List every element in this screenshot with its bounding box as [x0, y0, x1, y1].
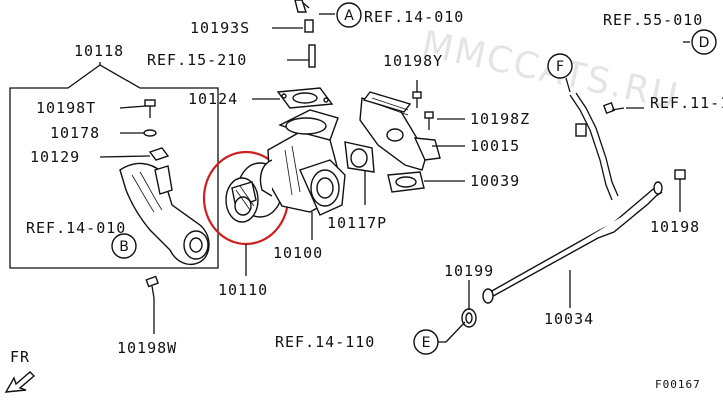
label-10178: 10178 [50, 124, 100, 142]
part-bolt-10198W [145, 275, 159, 299]
callout-F-letter: F [556, 59, 564, 75]
label-10124: 10124 [188, 90, 238, 108]
label-ref-11-120: REF.11-120 [650, 94, 723, 112]
callout-B[interactable]: B [111, 233, 137, 259]
label-10198Z: 10198Z [470, 110, 530, 128]
group-10118-frame [9, 62, 219, 269]
label-10015: 10015 [470, 137, 520, 155]
part-thermostat-housing-10100 [259, 109, 346, 216]
label-figure-code: F00167 [655, 378, 701, 391]
label-10117P: 10117P [327, 214, 387, 232]
part-washer-10178 [143, 129, 157, 137]
label-10198W: 10198W [117, 339, 177, 357]
part-thermostat-10110 [225, 162, 283, 223]
callout-A[interactable]: A [336, 2, 362, 28]
callout-A-letter: A [344, 8, 354, 24]
part-gasket-10124 [276, 87, 334, 109]
part-bolt-ref-11-120 [602, 101, 625, 115]
part-bolt-10198-right [674, 169, 686, 192]
label-10039: 10039 [470, 172, 520, 190]
label-10193S: 10193S [190, 19, 250, 37]
part-pipe-10034 [482, 181, 663, 304]
label-10199: 10199 [444, 262, 494, 280]
part-bracket-10015 [359, 91, 441, 171]
part-pipe-F [569, 92, 619, 201]
part-bolt-10198T [144, 99, 156, 118]
label-10129: 10129 [30, 148, 80, 166]
part-stud-10193S [294, 0, 314, 33]
callout-E-letter: E [422, 335, 431, 351]
callout-D-letter: D [699, 35, 710, 51]
label-ref-14-110: REF.14-110 [275, 333, 375, 351]
label-10198Y: 10198Y [383, 52, 443, 70]
label-fr: FR [10, 348, 30, 366]
callout-D[interactable]: D [691, 29, 717, 55]
callout-E[interactable]: E [413, 329, 439, 355]
part-stub-15-210 [308, 44, 316, 68]
front-arrow-icon [4, 371, 36, 393]
part-water-outlet-10129 [119, 147, 210, 266]
part-gasket-10039 [387, 171, 425, 193]
label-10198T: 10198T [36, 99, 96, 117]
leader-lines [99, 13, 690, 343]
label-ref-14-010-A: REF.14-010 [364, 8, 464, 26]
label-10198: 10198 [650, 218, 700, 236]
label-ref-14-010-B: REF.14-010 [26, 219, 126, 237]
part-bolt-10198Y [412, 91, 422, 108]
part-bolt-10198Z [424, 111, 434, 130]
part-labels: 10193S REF.14-010 REF.15-210 10118 10198… [10, 8, 723, 391]
label-ref-55-010: REF.55-010 [603, 11, 703, 29]
label-ref-15-210: REF.15-210 [147, 51, 247, 69]
callout-F[interactable]: F [547, 53, 573, 79]
part-gasket-10117P [344, 141, 375, 173]
callout-B-letter: B [119, 239, 129, 255]
part-oring-inner [465, 312, 473, 324]
label-10118: 10118 [74, 42, 124, 60]
label-10110: 10110 [218, 281, 268, 299]
label-10100: 10100 [273, 244, 323, 262]
label-10034: 10034 [544, 310, 594, 328]
